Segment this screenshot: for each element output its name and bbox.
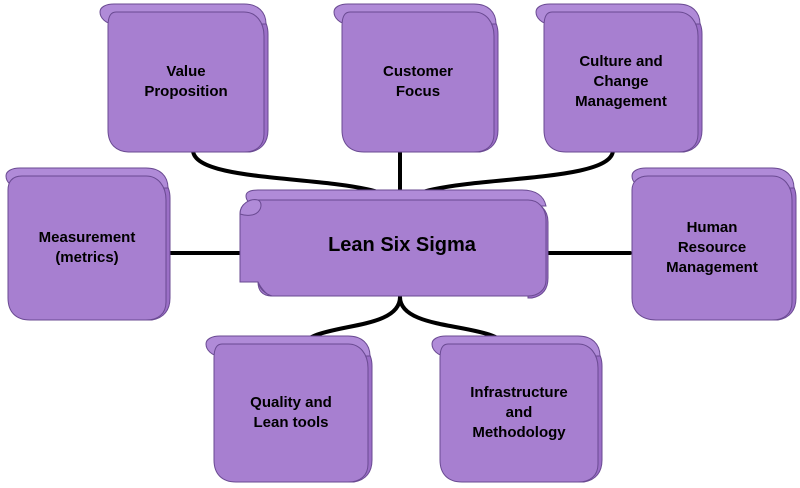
node-value-proposition: Value Proposition (94, 2, 272, 154)
box-shape (99, 3, 269, 153)
node-customer-focus: Customer Focus (328, 2, 502, 154)
box-shape (631, 167, 797, 321)
node-label: Quality and Lean tools (250, 394, 332, 431)
center-node-lean-six-sigma: Lean Six Sigma (232, 186, 554, 300)
node-label: Customer Focus (382, 63, 453, 100)
node-infrastructure-methodology: Infrastructure and Methodology (426, 334, 606, 484)
node-label: Infrastructure and Methodology (470, 384, 568, 441)
box-shape (333, 3, 499, 153)
box-shape (205, 335, 373, 483)
node-label: Measurement (metrics) (38, 229, 136, 266)
node-label: Culture and Change Management (575, 53, 667, 110)
box-shape (5, 167, 171, 321)
node-human-resource: Human Resource Management (626, 166, 800, 322)
box-shape (431, 335, 603, 483)
node-quality-lean-tools: Quality and Lean tools (200, 334, 376, 484)
node-culture-change: Culture and Change Management (530, 2, 706, 154)
node-label: Human Resource Management (666, 219, 758, 276)
center-shape (239, 189, 549, 299)
center-label: Lean Six Sigma (328, 234, 476, 256)
box-shape (535, 3, 703, 153)
node-measurement: Measurement (metrics) (0, 166, 174, 322)
node-label: Value Proposition (144, 63, 228, 100)
